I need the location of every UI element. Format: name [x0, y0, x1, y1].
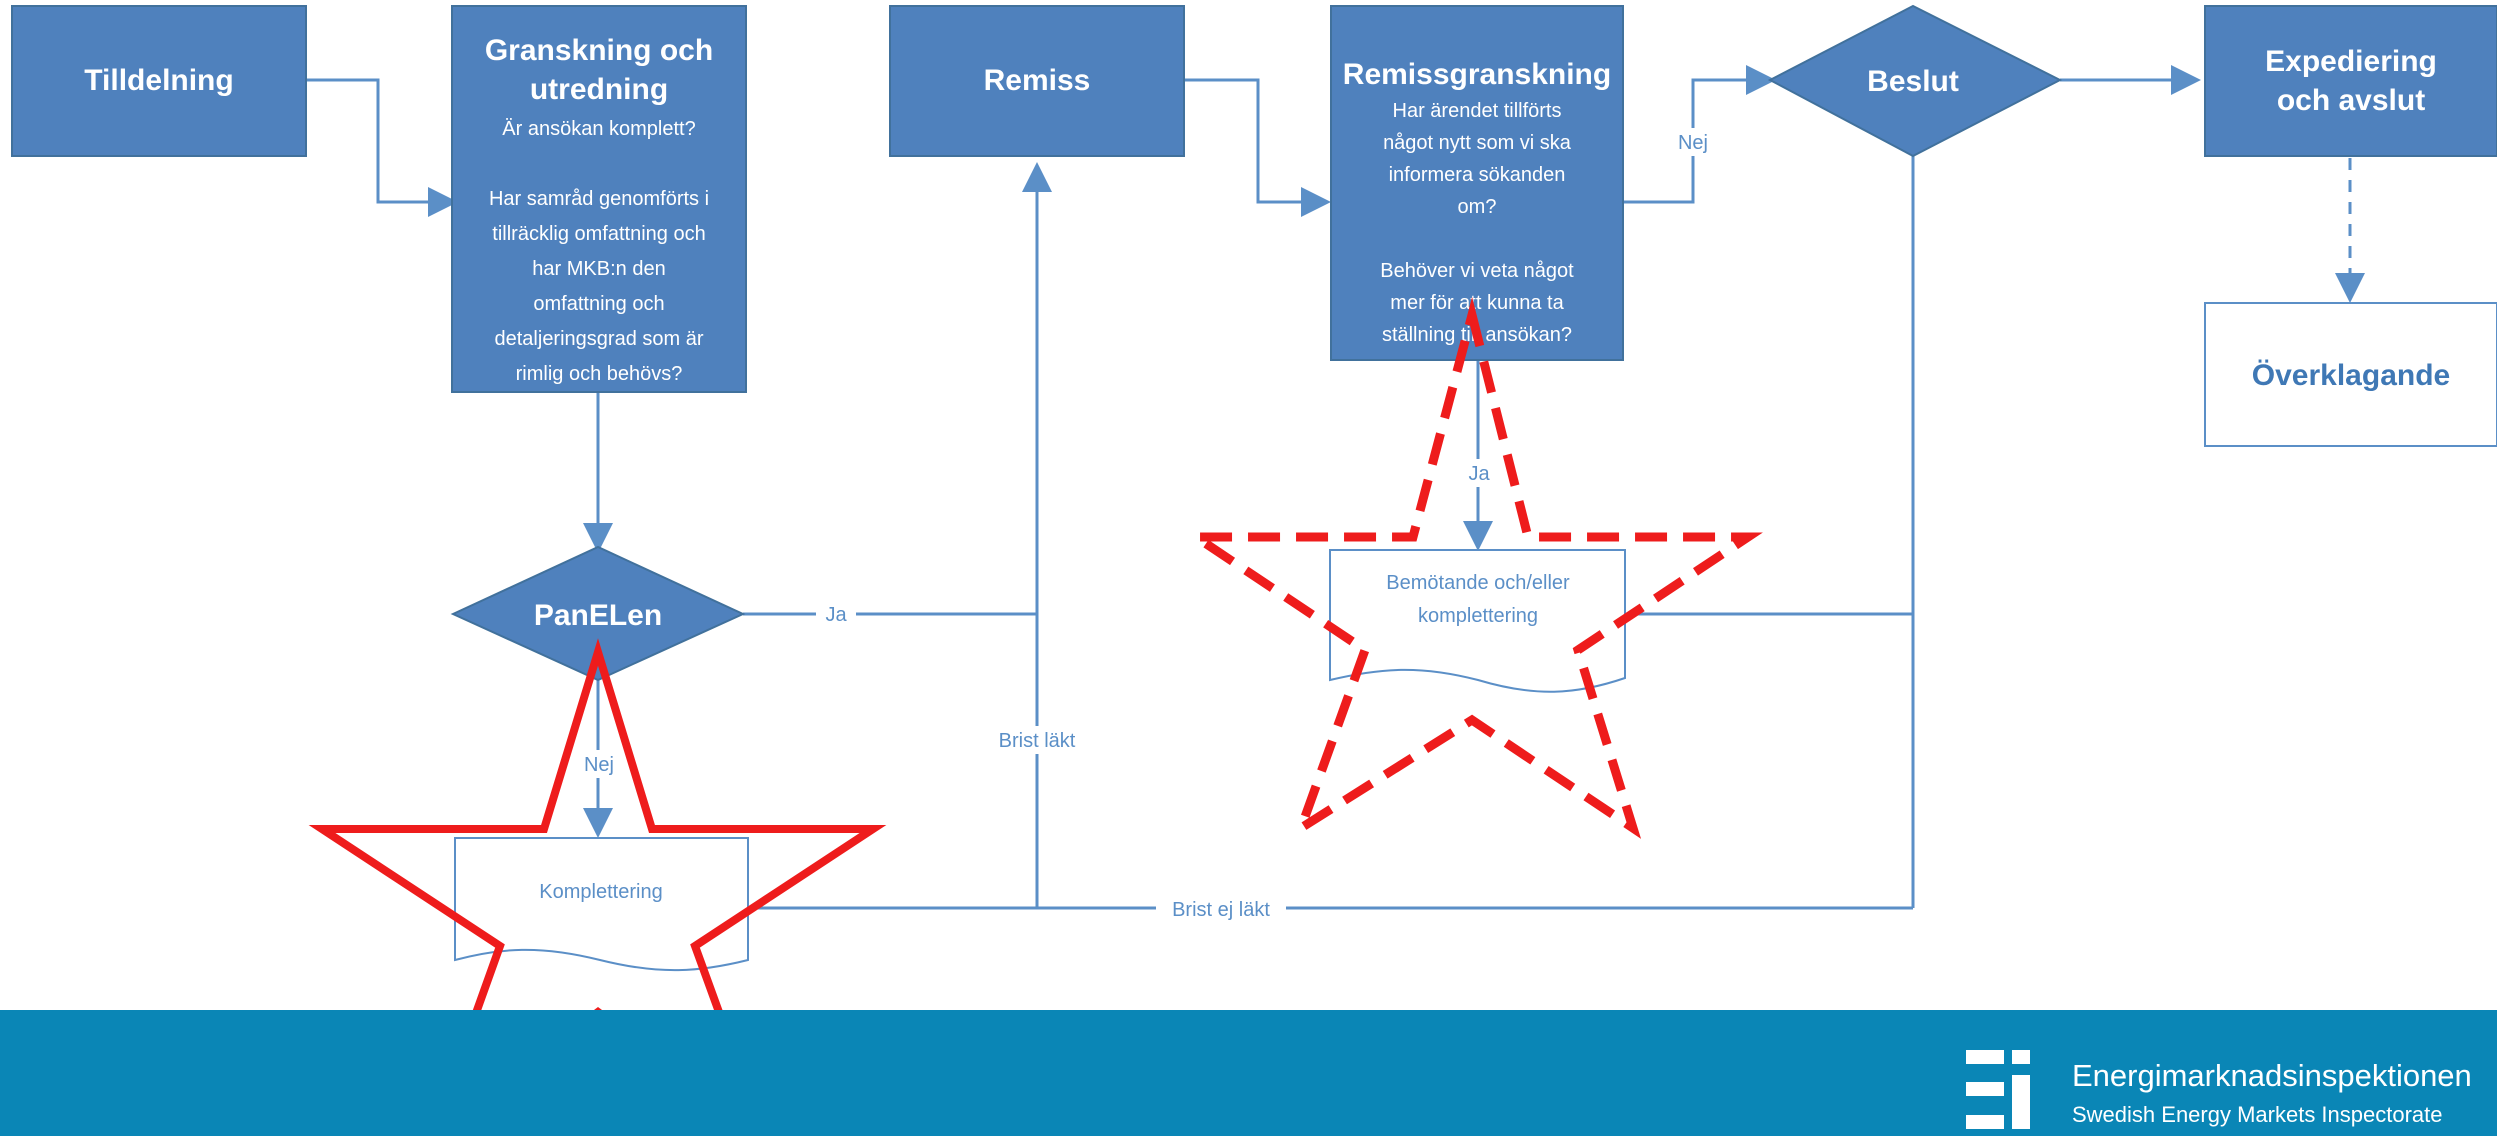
node-remissgranskning: Remissgranskning Har ärendet tillförts n…	[1330, 5, 1624, 361]
node-bemotande-title-2: komplettering	[1418, 605, 1538, 627]
node-panelen: PanELen	[450, 545, 746, 682]
edge-label-brist-lakt: Brist läkt	[999, 730, 1076, 752]
node-granskning-line-1: Är ansökan komplett?	[502, 118, 695, 140]
node-remissgranskning-title: Remissgranskning	[1343, 58, 1611, 91]
edge-label-ja-panelen: Ja	[825, 604, 847, 626]
node-remissgranskning-line-1: Har ärendet tillförts	[1393, 100, 1562, 122]
red-star-annotation-dashed	[1181, 297, 1763, 839]
node-granskning-line-6: omfattning och	[533, 293, 664, 315]
connector-remiss-remissgranskning	[1183, 78, 1331, 217]
node-bemotande: Bemötande och/eller komplettering	[1329, 549, 1626, 693]
node-granskning: Granskning och utredning Är ansökan komp…	[451, 5, 747, 393]
node-remiss-title: Remiss	[984, 64, 1091, 97]
connectors	[306, 65, 2365, 910]
node-overklagande-title: Överklagande	[2252, 359, 2450, 392]
edge-labels: Ja Nej Nej Ja Brist läkt Brist ej läkt	[578, 128, 1716, 923]
node-granskning-title-1: Granskning och	[485, 34, 713, 67]
edge-label-nej-beslut: Nej	[1678, 132, 1708, 154]
node-granskning-line-8: rimlig och behövs?	[516, 363, 683, 385]
node-bemotande-title-1: Bemötande och/eller	[1386, 572, 1570, 594]
node-tilldelning-title: Tilldelning	[84, 64, 233, 97]
node-beslut-title: Beslut	[1867, 65, 1959, 98]
footer-bar	[0, 1010, 2497, 1136]
node-tilldelning: Tilldelning	[11, 5, 307, 157]
edge-label-brist-ej-lakt: Brist ej läkt	[1172, 899, 1270, 921]
node-komplettering-title: Komplettering	[539, 881, 662, 903]
node-remiss: Remiss	[889, 5, 1185, 157]
edge-label-ja-remissgranskning: Ja	[1468, 463, 1490, 485]
edge-label-nej-panelen: Nej	[584, 754, 614, 776]
node-granskning-line-7: detaljeringsgrad som är	[495, 328, 704, 350]
node-expediering-title-1: Expediering	[2265, 45, 2437, 78]
org-name-english: Swedish Energy Markets Inspectorate	[2072, 1102, 2443, 1127]
node-granskning-line-4: tillräcklig omfattning och	[492, 223, 705, 245]
ei-logo-icon	[1966, 1050, 2030, 1129]
node-remissgranskning-line-3: informera sökanden	[1389, 164, 1566, 186]
node-remissgranskning-line-7: mer för att kunna ta	[1390, 292, 1564, 314]
node-expediering-title-2: och avslut	[2277, 84, 2425, 117]
node-expediering: Expediering och avslut	[2204, 5, 2497, 157]
connector-tilldelning-granskning	[306, 78, 458, 217]
node-overklagande: Överklagande	[2204, 302, 2497, 447]
node-granskning-line-5: har MKB:n den	[532, 258, 665, 280]
node-panelen-title: PanELen	[534, 599, 662, 632]
node-remissgranskning-line-4: om?	[1458, 196, 1497, 218]
node-granskning-line-3: Har samråd genomförts i	[489, 188, 709, 210]
org-name: Energimarknadsinspektionen	[2072, 1058, 2472, 1093]
node-komplettering: Komplettering	[454, 837, 749, 972]
node-beslut: Beslut	[1767, 4, 2063, 158]
node-granskning-title-2: utredning	[530, 73, 668, 106]
node-remissgranskning-line-2: något nytt som vi ska	[1383, 132, 1572, 154]
node-remissgranskning-line-6: Behöver vi veta något	[1380, 260, 1574, 282]
